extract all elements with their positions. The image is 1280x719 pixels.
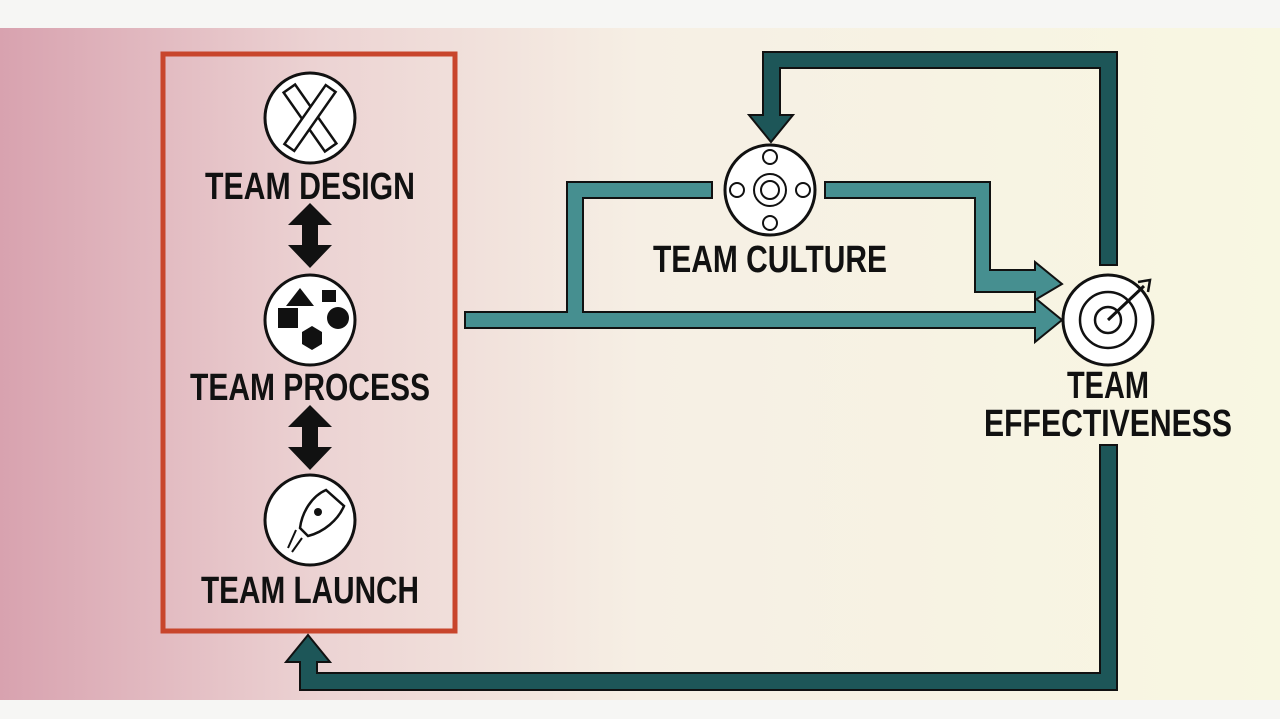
- team-effectiveness-label-line2: EFFECTIVENESS: [984, 403, 1232, 445]
- team-table-icon: [723, 143, 817, 237]
- target-icon: [1061, 273, 1155, 367]
- team-inputs-box: [160, 51, 458, 634]
- team-culture-label: TEAM CULTURE: [653, 239, 887, 281]
- double-arrow-icon: [288, 203, 332, 268]
- rocket-icon: [263, 473, 357, 567]
- shapes-icon: [263, 273, 357, 367]
- feedback-arrow-top: [746, 51, 1118, 266]
- double-arrow-icon: [288, 405, 332, 470]
- feedback-arrow-bottom: [283, 444, 1118, 691]
- team-launch-label: TEAM LAUNCH: [201, 570, 419, 612]
- process-arrows: [464, 181, 1064, 345]
- team-process-label: TEAM PROCESS: [190, 367, 430, 409]
- ruler-pencil-icon: [263, 71, 357, 165]
- background: [0, 28, 1280, 700]
- team-design-label: TEAM DESIGN: [205, 166, 415, 208]
- team-effectiveness-label-line1: TEAM: [1067, 365, 1149, 407]
